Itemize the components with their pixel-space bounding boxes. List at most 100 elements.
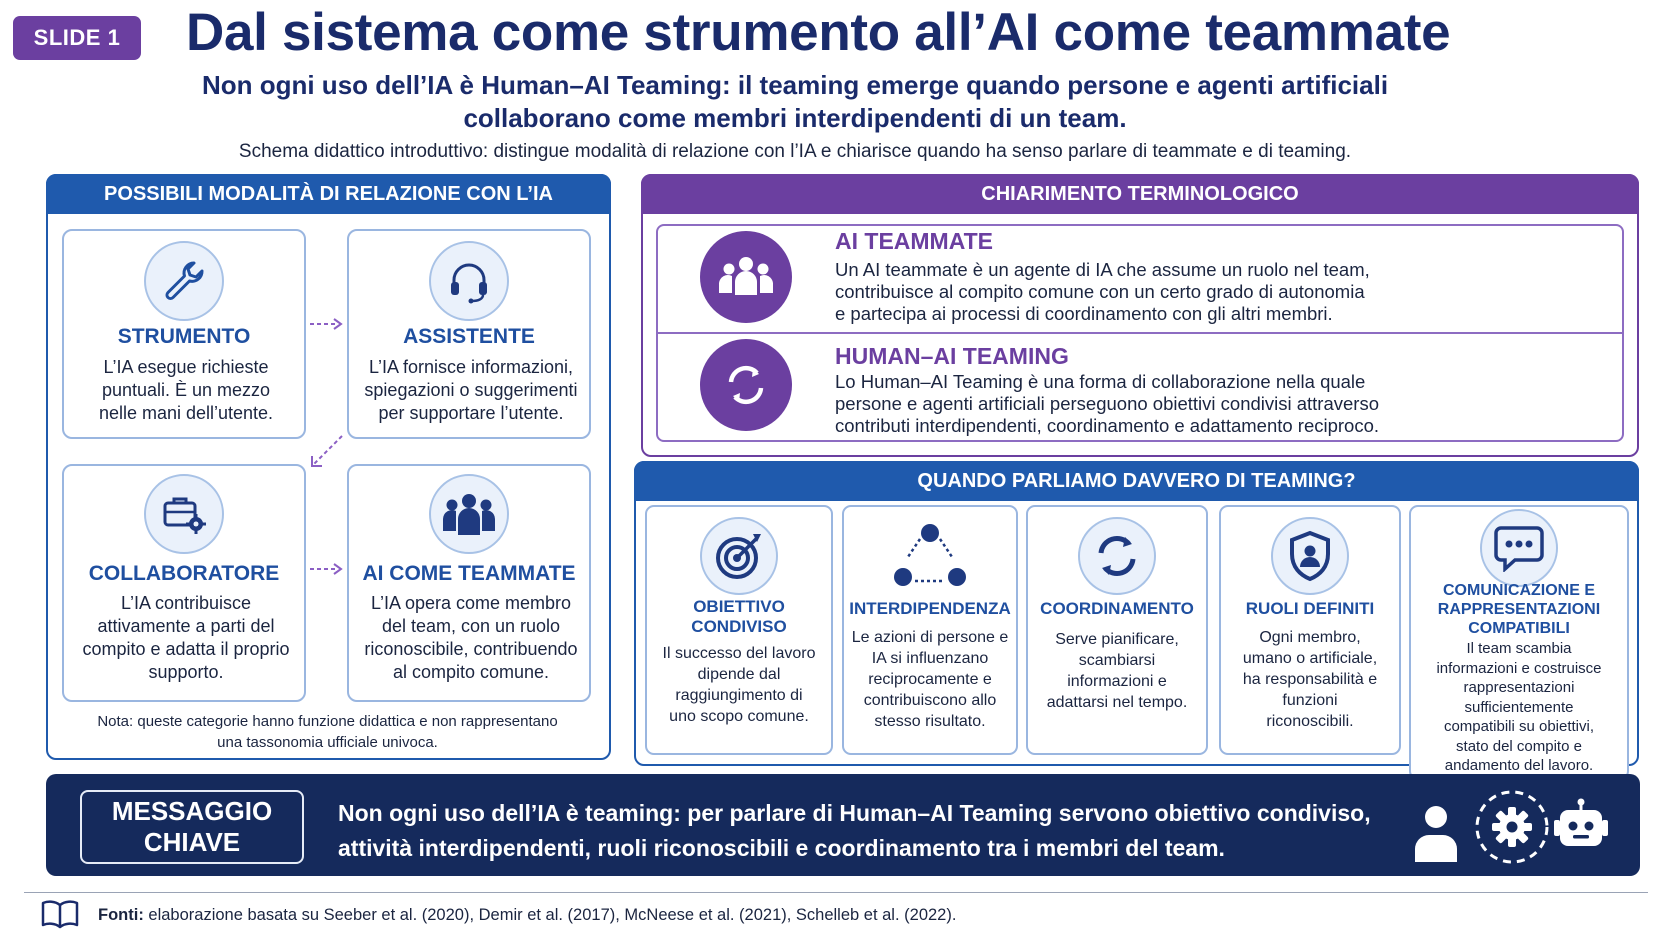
text-line: informazioni e	[1067, 673, 1167, 690]
modes-heading: POSSIBILI MODALITÀ DI RELAZIONE CON L’IA	[46, 174, 611, 214]
shield-user-icon	[1271, 517, 1349, 595]
text-line: Lo Human–AI Teaming è una forma di colla…	[835, 371, 1366, 392]
text-line: puntuali. È un mezzo	[101, 380, 271, 400]
text-line: Ogni membro,	[1259, 629, 1361, 646]
text-line: L’IA esegue richieste	[103, 357, 269, 377]
criterion-description: Il team scambia informazioni e costruisc…	[1417, 639, 1621, 776]
page-subtitle: Non ogni uso dell’IA è Human–AI Teaming:…	[150, 69, 1440, 135]
text-line: Il team scambia	[1466, 640, 1572, 657]
person-icon	[1415, 806, 1457, 862]
text-line: umano o artificiale,	[1242, 650, 1378, 667]
sync-icon	[1078, 517, 1156, 595]
text-line: informazioni e costruisce	[1436, 659, 1602, 677]
text-line: L’IA opera come membro	[370, 593, 572, 613]
arrow-down-left-icon	[311, 435, 343, 467]
book-icon	[41, 900, 79, 929]
sources-text: Fonti: elaborazione basata su Seeber et …	[98, 906, 956, 925]
key-message-icons	[1412, 786, 1612, 868]
modes-note: Nota: queste categorie hanno funzione di…	[60, 711, 595, 753]
text-line: attivamente a parti del	[97, 616, 275, 636]
arrow-right-icon	[310, 563, 343, 575]
term-description: Lo Human–AI Teaming è una forma di colla…	[835, 371, 1605, 437]
target-icon	[700, 517, 778, 595]
text-line: rappresentazioni	[1463, 679, 1575, 696]
text-line: Un AI teammate è un agente di IA che ass…	[835, 259, 1370, 280]
term-description: Un AI teammate è un agente di IA che ass…	[835, 259, 1605, 325]
mode-title: STRUMENTO	[117, 325, 251, 348]
sources-list: elaborazione basata su Seeber et al. (20…	[143, 906, 957, 924]
slide-badge: SLIDE 1	[13, 16, 141, 60]
term-title: HUMAN–AI TEAMING	[835, 343, 1069, 369]
text-line: Non ogni uso dell’IA è teaming: per parl…	[338, 800, 1371, 826]
sources-label: Fonti:	[98, 906, 144, 924]
text-line: Il successo del lavoro	[662, 645, 816, 662]
mode-card-collaboratore: COLLABORATORE L’IA contribuisce attivame…	[62, 464, 306, 702]
term-title: AI TEAMMATE	[835, 228, 994, 254]
criterion-description: Serve pianificare, scambiarsi informazio…	[1034, 629, 1200, 713]
label-line: MESSAGGIO	[111, 796, 273, 826]
wrench-icon	[144, 241, 224, 321]
title-line: RUOLI DEFINITI	[1245, 599, 1375, 618]
text-line: sufficientemente	[1464, 698, 1574, 716]
criterion-card-coordinamento: COORDINAMENTO Serve pianificare, scambia…	[1026, 505, 1208, 755]
key-message-text: Non ogni uso dell’IA è teaming: per parl…	[338, 796, 1398, 866]
text-line: contribuiscono allo	[863, 692, 997, 709]
text-line: del team, con un ruolo	[381, 616, 561, 636]
robot-icon	[1554, 798, 1608, 846]
text-line: Le azioni di persone e	[851, 629, 1009, 646]
cycle-arrows-icon	[700, 339, 792, 431]
headset-icon	[429, 241, 509, 321]
criterion-card-ruoli: RUOLI DEFINITI Ogni membro, umano o arti…	[1219, 505, 1401, 755]
key-message-bar	[46, 774, 1640, 876]
divider	[656, 332, 1624, 334]
criterion-title: RUOLI DEFINITI	[1225, 599, 1395, 619]
terminology-heading: CHIARIMENTO TERMINOLOGICO	[641, 174, 1639, 214]
text-line: stato del compito e	[1456, 737, 1582, 755]
criterion-title: OBIETTIVO CONDIVISO	[651, 597, 827, 637]
text-line: e partecipa ai processi di coordinamento…	[835, 303, 1333, 324]
text-line: andamento del lavoro.	[1444, 757, 1594, 774]
text-line: funzioni	[1282, 692, 1338, 709]
text-line: L’IA fornisce informazioni,	[368, 357, 574, 377]
criterion-card-interdipendenza: INTERDIPENDENZA Le azioni di persone e I…	[842, 505, 1018, 755]
mode-description: L’IA fornisce informazioni, spiegazioni …	[357, 356, 585, 425]
footer-rule	[24, 892, 1648, 893]
label-line: CHIAVE	[143, 827, 241, 857]
briefcase-gear-icon	[144, 474, 224, 554]
text-line: supporto.	[148, 662, 224, 682]
network-nodes-icon	[891, 517, 969, 595]
mode-title: AI COME TEAMMATE	[362, 562, 576, 585]
text-line: compatibili su obiettivi,	[1443, 718, 1595, 735]
key-message-label: MESSAGGIO CHIAVE	[80, 790, 304, 864]
page-description: Schema didattico introduttivo: distingue…	[238, 141, 1352, 162]
subtitle-line: Non ogni uso dell’IA è Human–AI Teaming:…	[201, 70, 1389, 100]
mode-card-ai-teammate: AI COME TEAMMATE L’IA opera come membro …	[347, 464, 591, 702]
criterion-card-comunicazione: COMUNICAZIONE E RAPPRESENTAZIONI COMPATI…	[1409, 505, 1629, 780]
text-line: al compito comune.	[392, 662, 550, 682]
team-people-icon	[429, 474, 509, 554]
mode-description: L’IA esegue richieste puntuali. È un mez…	[72, 356, 300, 425]
subtitle-line: collaborano come membri interdipendenti …	[463, 103, 1127, 133]
arrow-right-icon	[310, 318, 343, 330]
text-line: compito e adatta il proprio	[82, 639, 290, 659]
title-line: COORDINAMENTO	[1040, 599, 1194, 618]
text-line: IA si influenzano	[871, 650, 989, 667]
text-line: attività interdipendenti, ruoli riconosc…	[338, 835, 1225, 861]
text-line: reciprocamente e	[868, 671, 992, 688]
mode-description: L’IA opera come membro del team, con un …	[357, 592, 585, 684]
text-line: dipende dal	[697, 666, 781, 683]
text-line: raggiungimento di	[675, 687, 803, 704]
criterion-card-obiettivo: OBIETTIVO CONDIVISO Il successo del lavo…	[645, 505, 833, 755]
criterion-title: COMUNICAZIONE E RAPPRESENTAZIONI COMPATI…	[1415, 581, 1623, 638]
text-line: adattarsi nel tempo.	[1046, 694, 1188, 711]
criterion-title: INTERDIPENDENZA	[848, 599, 1012, 619]
mode-description: L’IA contribuisce attivamente a parti de…	[72, 592, 300, 684]
criterion-description: Ogni membro, umano o artificiale, ha res…	[1227, 627, 1393, 732]
criterion-description: Le azioni di persone e IA si influenzano…	[850, 627, 1010, 732]
text-line: scambiarsi	[1078, 652, 1156, 669]
group-icon	[700, 231, 792, 323]
title-line: CONDIVISO	[691, 617, 787, 636]
text-line: contributi interdipendenti, coordinament…	[835, 415, 1380, 436]
text-line: ha responsabilità e	[1242, 671, 1378, 688]
title-line: COMUNICAZIONE E	[1443, 582, 1595, 599]
